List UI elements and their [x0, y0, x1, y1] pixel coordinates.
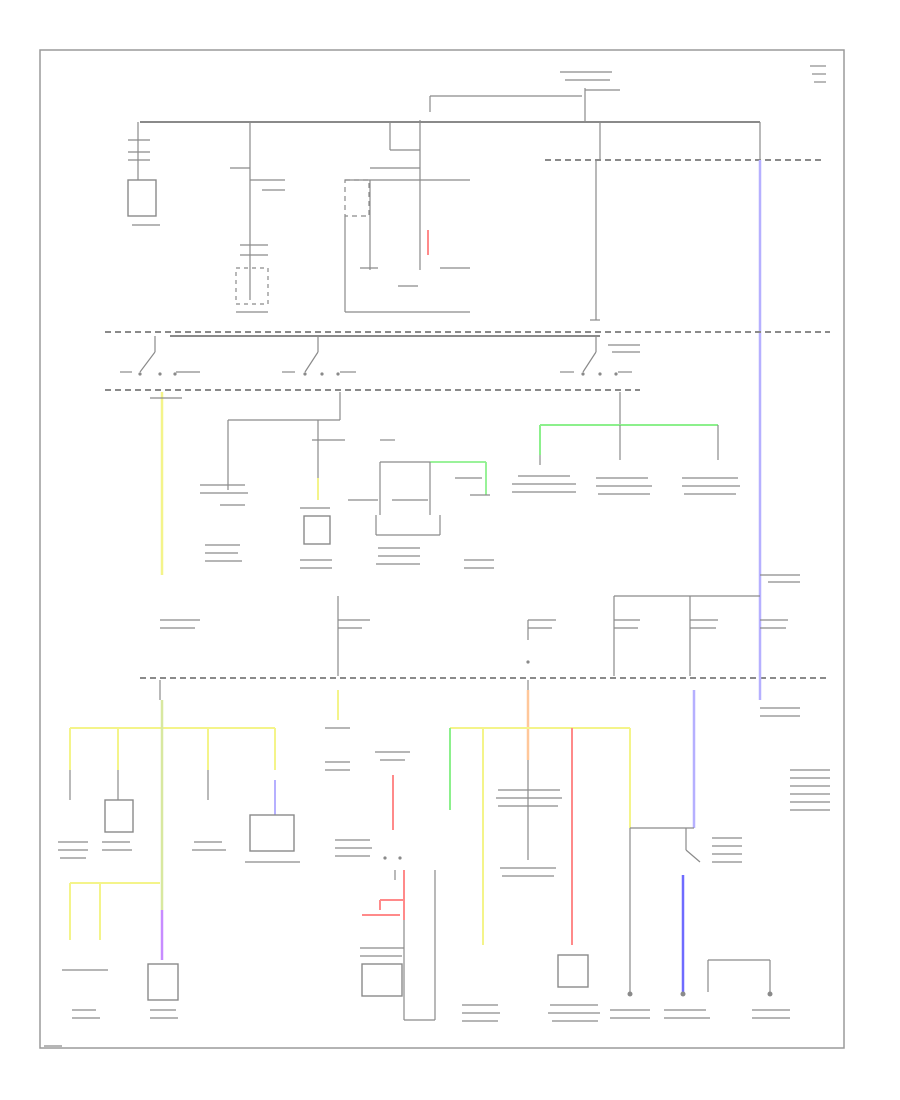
lower-far-right-circuits — [610, 676, 830, 1019]
corner-tag — [810, 65, 826, 83]
ignition-switch-row — [120, 336, 640, 376]
right-feed — [590, 160, 762, 676]
fuse-row — [160, 574, 800, 676]
mid-center-circuits — [348, 439, 494, 569]
mid-left-circuits — [150, 392, 345, 575]
lower-right-circuits — [449, 680, 631, 1022]
battery-block — [127, 122, 160, 226]
fuse-relay-center — [344, 120, 470, 313]
lower-center-circuits — [325, 690, 436, 1021]
relay-block — [230, 122, 285, 313]
lower-left-circuits — [58, 680, 300, 1019]
mid-right-circuits — [512, 392, 740, 495]
top-feed — [140, 71, 825, 161]
diagram-frame — [39, 49, 845, 1049]
